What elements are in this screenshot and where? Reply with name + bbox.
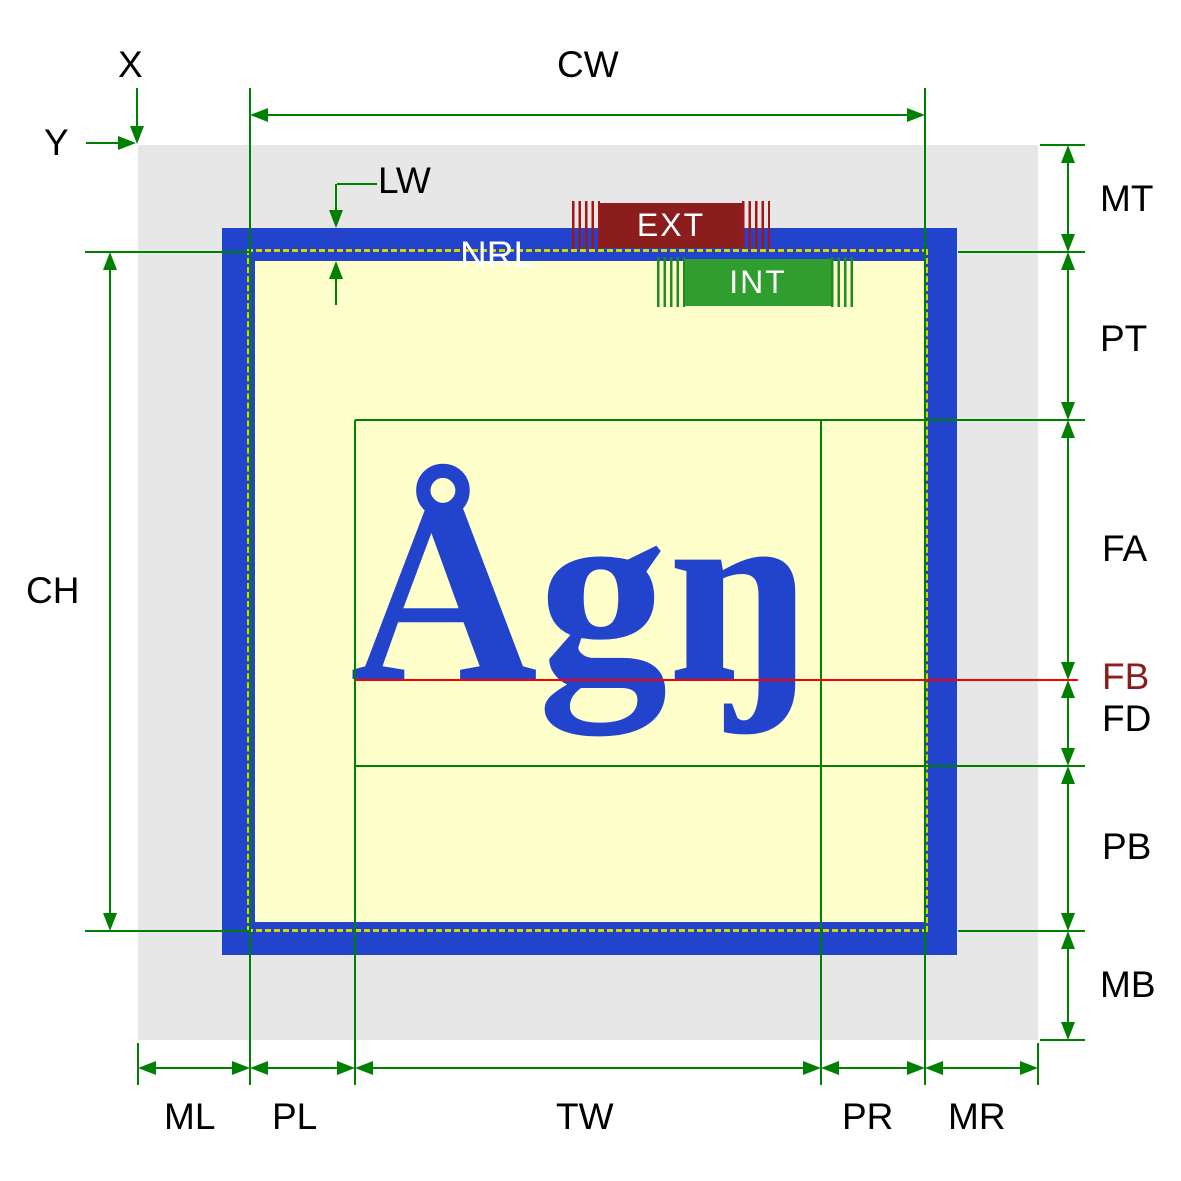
cw-label: CW (557, 44, 619, 85)
pl-label: PL (272, 1096, 318, 1137)
fd-dimension-line (1067, 698, 1069, 748)
extension-line-content-bottom-right (958, 930, 1085, 932)
int-label: INT (729, 264, 787, 300)
mb-label: MB (1100, 964, 1156, 1005)
lw-leader-line (337, 183, 377, 185)
mt-dimension-line (1067, 163, 1069, 234)
nrl-label: NRL (460, 234, 535, 275)
fb-label: FB (1102, 656, 1150, 697)
lw-arrow-down (329, 210, 343, 228)
fd-arrow-bottom (1061, 748, 1075, 766)
pb-label: PB (1102, 826, 1152, 867)
pt-arrow-top (1061, 252, 1075, 270)
mr-arrow-left (925, 1061, 943, 1075)
lw-label: LW (378, 160, 431, 201)
pb-arrow-bottom (1061, 913, 1075, 931)
pt-arrow-bottom (1061, 402, 1075, 420)
ext-hatch-left (572, 201, 600, 249)
ext-badge: EXT (600, 203, 742, 248)
extension-line-margin-bottom-right (1040, 1039, 1085, 1041)
pb-arrow-top (1061, 766, 1075, 784)
extension-line-text-right (820, 420, 822, 1085)
ext-hatch-right (742, 201, 770, 249)
x-pointer-line (136, 88, 138, 126)
font-baseline-line (355, 679, 1078, 681)
mb-arrow-bottom (1061, 1022, 1075, 1040)
fa-arrow-top (1061, 420, 1075, 438)
ml-arrow-left (138, 1061, 156, 1075)
int-badge: INT (685, 259, 831, 306)
mt-arrow-top (1061, 145, 1075, 163)
pl-arrow-right (337, 1061, 355, 1075)
ch-label: CH (26, 570, 80, 611)
extension-line-content-top-left (85, 251, 250, 253)
ext-label: EXT (636, 207, 706, 243)
cw-arrow-left (250, 108, 268, 122)
ml-dimension-line (156, 1067, 232, 1069)
pl-dimension-line (268, 1067, 337, 1069)
ch-arrow-top (103, 252, 117, 270)
int-hatch-right (831, 257, 857, 307)
tw-arrow-right (803, 1061, 821, 1075)
lw-tail-line (335, 279, 337, 305)
int-hatch-left (657, 257, 685, 307)
fa-dimension-line (1067, 438, 1069, 662)
border-area (222, 228, 957, 955)
extension-line-content-right (924, 88, 926, 1085)
extension-line-text-left (354, 420, 356, 1085)
y-arrow-icon (118, 136, 136, 150)
y-label: Y (44, 122, 69, 163)
nrl-dashed-outline (247, 249, 928, 932)
pr-arrow-left (821, 1061, 839, 1075)
lw-arrow-up (329, 261, 343, 279)
mt-label: MT (1100, 178, 1154, 219)
fd-label: FD (1102, 698, 1152, 739)
mb-arrow-top (1061, 931, 1075, 949)
pr-arrow-right (907, 1061, 925, 1075)
ml-arrow-right (232, 1061, 250, 1075)
extension-line-margin-right (1037, 1043, 1039, 1085)
pb-dimension-line (1067, 784, 1069, 913)
y-pointer-line (86, 142, 118, 144)
ch-arrow-bottom (103, 913, 117, 931)
tw-dimension-line (373, 1067, 803, 1069)
mr-dimension-line (943, 1067, 1020, 1069)
cw-arrow-right (907, 108, 925, 122)
sample-glyphs: Ågŋ (350, 448, 813, 736)
cw-dimension-line (268, 114, 907, 116)
extension-line-content-bottom-left (85, 930, 250, 932)
ml-label: ML (164, 1096, 216, 1137)
fa-arrow-bottom (1061, 662, 1075, 680)
text-top-line (355, 419, 1085, 421)
mb-dimension-line (1067, 949, 1069, 1022)
mr-arrow-right (1020, 1061, 1038, 1075)
pl-arrow-left (250, 1061, 268, 1075)
extension-line-content-top-right (958, 251, 1085, 253)
mr-label: MR (948, 1096, 1006, 1137)
pr-label: PR (842, 1096, 894, 1137)
extension-line-content-left (249, 88, 251, 1085)
tw-label: TW (556, 1096, 614, 1137)
lw-leader-vertical (335, 184, 337, 210)
pt-dimension-line (1067, 270, 1069, 402)
fd-arrow-top (1061, 680, 1075, 698)
pr-dimension-line (839, 1067, 907, 1069)
ch-dimension-line (109, 270, 111, 913)
pt-label: PT (1100, 318, 1148, 359)
font-descent-line (355, 765, 1085, 767)
mt-arrow-bottom (1061, 234, 1075, 252)
fa-label: FA (1102, 528, 1148, 569)
x-label: X (118, 44, 143, 85)
tw-arrow-left (355, 1061, 373, 1075)
